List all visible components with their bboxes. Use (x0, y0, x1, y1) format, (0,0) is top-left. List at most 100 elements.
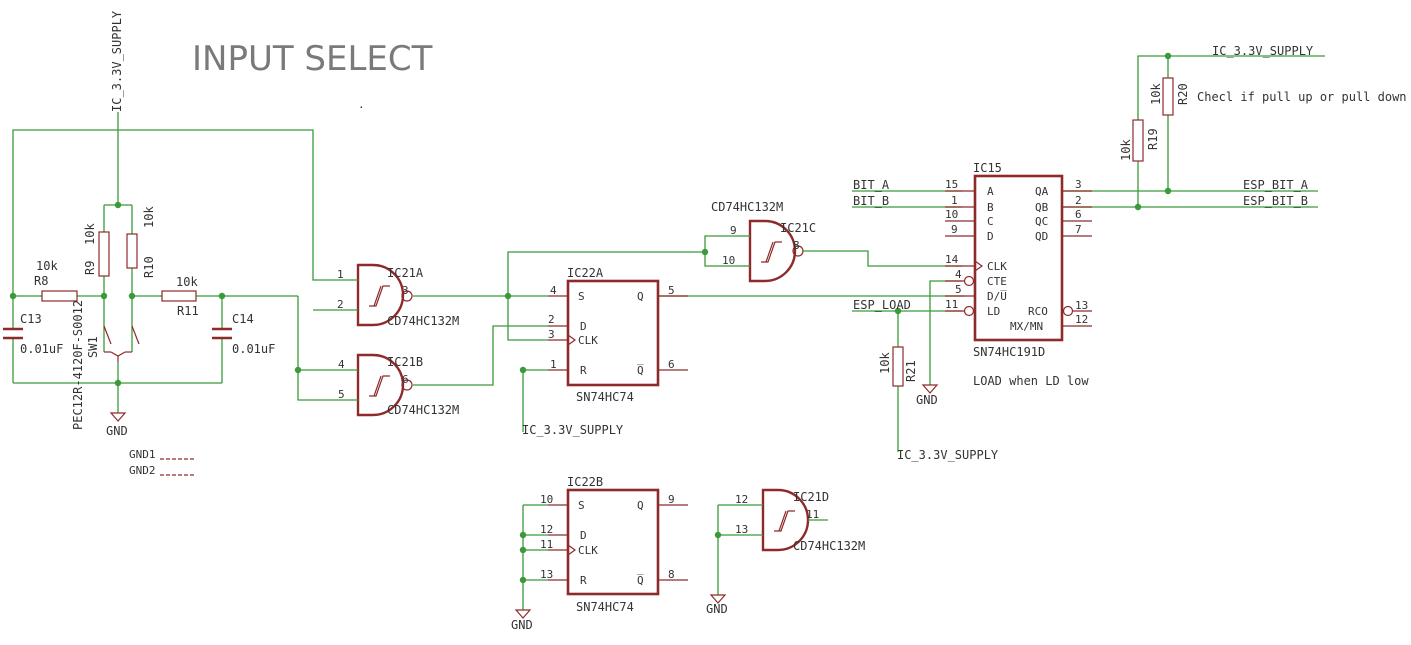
junctions (9, 52, 1172, 584)
svg-text:10k: 10k (83, 223, 97, 245)
resistor-r8: 10k R8 (34, 259, 78, 302)
net-label-esp-bit-b: ESP_BIT_B (1243, 194, 1308, 208)
svg-text:SW1: SW1 (86, 336, 100, 358)
net-label-esp-bit-a: ESP_BIT_A (1243, 178, 1309, 192)
svg-text:QB: QB (1035, 201, 1049, 214)
svg-text:D: D (580, 529, 587, 542)
svg-text:.: . (358, 98, 365, 111)
svg-text:6: 6 (1075, 208, 1082, 221)
svg-text:C: C (987, 215, 994, 228)
svg-text:11: 11 (945, 298, 958, 311)
gnd-symbol-ic21d: GND (706, 594, 728, 616)
svg-text:IC22B: IC22B (567, 475, 603, 489)
svg-text:CD74HC132M: CD74HC132M (387, 403, 459, 417)
svg-text:9: 9 (668, 493, 675, 506)
flip-flop-ic22b: IC22B SN74HC74 S D CLK R Q Q̅ 10 12 11 1… (540, 475, 688, 614)
svg-text:3: 3 (548, 328, 555, 341)
wires (12, 55, 1325, 610)
svg-text:GND: GND (106, 424, 128, 438)
svg-text:SN74HC191D: SN74HC191D (973, 345, 1045, 359)
svg-text:15: 15 (945, 178, 958, 191)
gnd-symbol-ic22b: GND (511, 609, 533, 632)
svg-text:R: R (580, 364, 587, 377)
svg-text:IC15: IC15 (973, 161, 1002, 175)
svg-text:2: 2 (337, 298, 344, 311)
resistor-r19: 10k R19 (1119, 119, 1160, 162)
svg-text:C13: C13 (20, 312, 42, 326)
svg-text:Q̅: Q̅ (637, 364, 644, 377)
nand-gate-ic21d: IC21D CD74HC132M 12 13 11 (735, 488, 865, 553)
svg-text:R11: R11 (177, 304, 199, 318)
svg-text:CTE: CTE (987, 275, 1007, 288)
svg-text:11: 11 (806, 508, 819, 521)
svg-text:10: 10 (722, 254, 735, 267)
svg-text:0.01uF: 0.01uF (232, 342, 275, 356)
svg-text:7: 7 (1075, 223, 1082, 236)
svg-text:CD74HC132M: CD74HC132M (387, 314, 459, 328)
svg-text:2: 2 (548, 313, 555, 326)
svg-text:10: 10 (945, 208, 958, 221)
svg-text:13: 13 (540, 568, 553, 581)
counter-ic15: IC15 SN74HC191D 15 1 10 9 14 4 5 11 A B … (945, 161, 1092, 388)
svg-text:B: B (987, 201, 994, 214)
svg-text:10k: 10k (36, 259, 58, 273)
svg-text:SN74HC74: SN74HC74 (576, 600, 634, 614)
supply-label-r19-r20: IC_3.3V_SUPPLY (1212, 44, 1314, 58)
flip-flop-ic22a: IC22A SN74HC74 S D CLK R Q Q̅ 4 2 3 1 5 … (548, 266, 688, 404)
svg-text:4: 4 (338, 358, 345, 371)
svg-text:8: 8 (668, 568, 675, 581)
svg-text:LD: LD (987, 305, 1000, 318)
resistor-r10: 10k R10 (126, 206, 156, 278)
svg-text:Q̅: Q̅ (637, 574, 644, 587)
svg-text:IC21A: IC21A (387, 266, 424, 280)
svg-text:Q: Q (637, 290, 644, 303)
svg-text:R20: R20 (1176, 83, 1190, 105)
svg-text:5: 5 (338, 388, 345, 401)
svg-text:3: 3 (402, 284, 409, 297)
svg-text:IC21D: IC21D (793, 490, 829, 504)
svg-text:D: D (987, 230, 994, 243)
capacitor-c14: C14 0.01uF (212, 312, 275, 356)
svg-text:CD74HC132M: CD74HC132M (793, 539, 865, 553)
supply-label-top: IC_3.3V_SUPPLY (110, 10, 124, 112)
svg-text:GND: GND (511, 618, 533, 632)
svg-text:12: 12 (540, 523, 553, 536)
encoder-sw1: PEC12R-4120F-S0012 SW1 (71, 300, 140, 430)
svg-text:9: 9 (951, 223, 958, 236)
svg-text:CLK: CLK (578, 544, 598, 557)
svg-text:4: 4 (550, 284, 557, 297)
svg-text:13: 13 (1075, 299, 1088, 312)
svg-text:0.01uF: 0.01uF (20, 342, 63, 356)
svg-text:QA: QA (1035, 185, 1049, 198)
svg-text:9: 9 (730, 224, 737, 237)
net-label-bit-a: BIT_A (853, 178, 890, 192)
svg-text:10k: 10k (1119, 139, 1133, 161)
net-label-bit-b: BIT_B (853, 194, 889, 208)
supply-label-ic22a: IC_3.3V_SUPPLY (522, 423, 624, 437)
gnd-symbol-sw1: GND (106, 412, 128, 438)
svg-text:R: R (580, 574, 587, 587)
svg-text:3: 3 (1075, 178, 1082, 191)
svg-text:CLK: CLK (987, 260, 1007, 273)
svg-text:D/U̅: D/U̅ (987, 290, 1007, 303)
svg-text:R8: R8 (34, 274, 48, 288)
svg-text:MX/MN: MX/MN (1010, 320, 1043, 333)
svg-text:GND2: GND2 (129, 464, 156, 477)
svg-text:GND: GND (916, 393, 938, 407)
gnd-symbol-cte: GND (916, 384, 939, 407)
svg-text:IC21B: IC21B (387, 355, 423, 369)
svg-text:S: S (578, 499, 585, 512)
svg-text:1: 1 (951, 194, 958, 207)
sheet-title: INPUT SELECT (192, 39, 433, 79)
svg-text:PEC12R-4120F-S0012: PEC12R-4120F-S0012 (71, 300, 85, 430)
svg-text:13: 13 (735, 523, 748, 536)
svg-text:14: 14 (945, 253, 959, 266)
svg-text:6: 6 (668, 358, 675, 371)
svg-text:R21: R21 (904, 360, 918, 382)
svg-text:S: S (578, 290, 585, 303)
svg-text:SN74HC74: SN74HC74 (576, 390, 634, 404)
svg-text:5: 5 (668, 284, 675, 297)
nand-gate-ic21a: IC21A CD74HC132M 1 2 3 (337, 263, 459, 328)
counter-note: LOAD when LD low (973, 374, 1089, 388)
